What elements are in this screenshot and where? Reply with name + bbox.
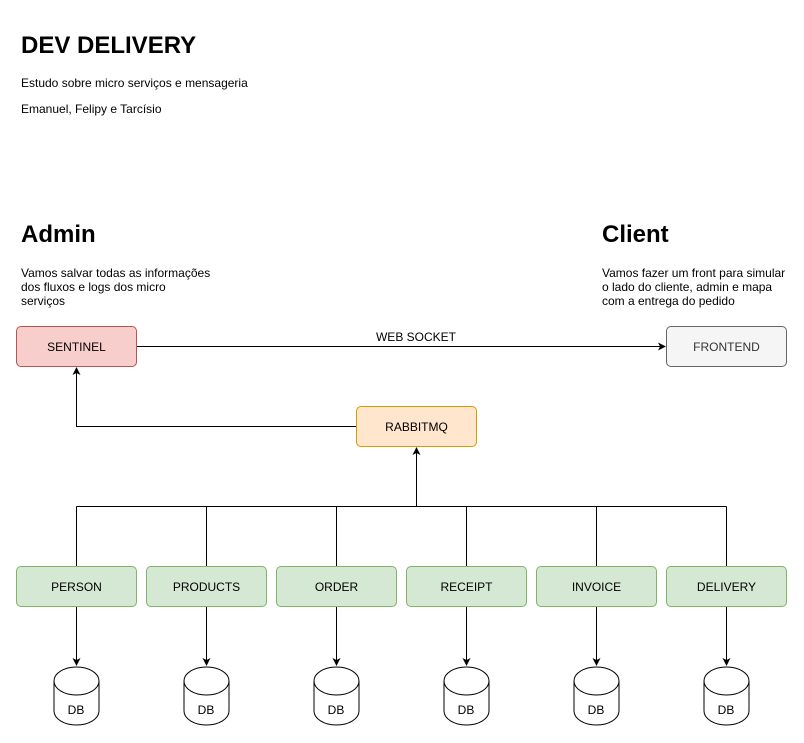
service-node-person[interactable]: PERSON	[16, 566, 137, 607]
database-icon	[573, 666, 620, 726]
database-label: DB	[457, 703, 475, 717]
client-description: Vamos fazer um front para simular o lado…	[602, 266, 786, 308]
rabbitmq-node[interactable]: RABBITMQ	[356, 406, 477, 447]
service-node-order[interactable]: ORDER	[276, 566, 397, 607]
database-icon	[53, 666, 100, 726]
database-label: DB	[197, 703, 215, 717]
frontend-node[interactable]: FRONTEND	[666, 326, 787, 367]
rabbitmq-to-sentinel-edge	[72, 367, 356, 427]
service-node-products[interactable]: PRODUCTS	[146, 566, 267, 607]
database-icon	[703, 666, 750, 726]
authors: Emanuel, Felipy e Tarcísio	[21, 102, 162, 116]
database-icon	[313, 666, 360, 726]
database-label: DB	[67, 703, 85, 717]
database-label: DB	[717, 703, 735, 717]
database-label: DB	[587, 703, 605, 717]
sentinel-node[interactable]: SENTINEL	[16, 326, 137, 367]
service-node-receipt[interactable]: RECEIPT	[406, 566, 527, 607]
admin-description: Vamos salvar todas as informações dos fl…	[21, 266, 211, 308]
database-icon	[443, 666, 490, 726]
websocket-label: WEB SOCKET	[375, 330, 456, 344]
service-node-delivery[interactable]: DELIVERY	[666, 566, 787, 607]
client-heading: Client	[602, 221, 669, 248]
admin-heading: Admin	[21, 221, 96, 248]
page-title: DEV DELIVERY	[21, 32, 197, 59]
database-icon	[183, 666, 230, 726]
database-label: DB	[327, 703, 345, 717]
service-node-invoice[interactable]: INVOICE	[536, 566, 657, 607]
page-subtitle: Estudo sobre micro serviços e mensageria	[21, 76, 248, 90]
